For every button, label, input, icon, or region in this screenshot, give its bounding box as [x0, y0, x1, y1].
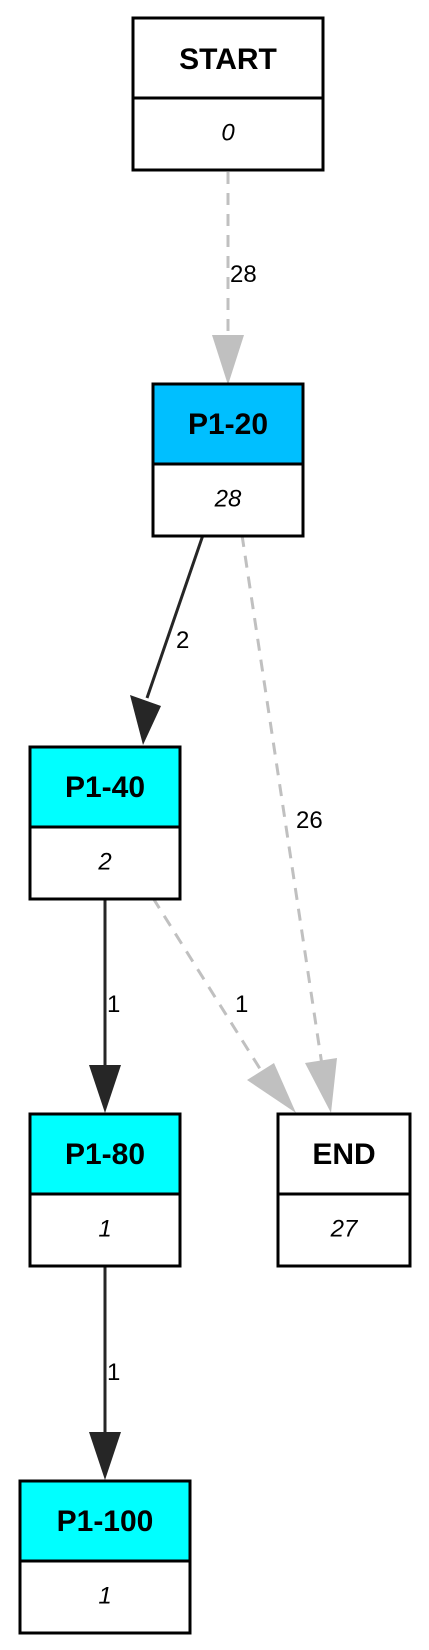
edge-label-p1-40-p1-80: 1 — [107, 991, 120, 1018]
node-p1-100-value: 1 — [98, 1582, 111, 1609]
node-end[interactable]: END 27 — [276, 1112, 412, 1268]
edge-p1-80-to-p1-100: 1 — [89, 1266, 121, 1480]
edge-label-p1-20-end: 26 — [296, 807, 323, 834]
edge-p1-40-to-p1-80: 1 — [89, 898, 121, 1113]
node-p1-100[interactable]: P1-100 1 — [18, 1479, 192, 1635]
node-p1-100-title: P1-100 — [57, 1505, 154, 1538]
node-p1-40-title: P1-40 — [65, 771, 145, 804]
node-p1-40-value: 2 — [97, 848, 111, 875]
node-p1-20-title: P1-20 — [188, 408, 268, 441]
node-start-value: 0 — [221, 119, 235, 146]
node-end-title: END — [312, 1138, 375, 1171]
node-p1-80-title: P1-80 — [65, 1138, 145, 1171]
node-p1-40[interactable]: P1-40 2 — [28, 745, 182, 901]
node-start-title: START — [179, 43, 277, 76]
edge-p1-20-to-p1-40: 2 — [130, 534, 205, 745]
node-start[interactable]: START 0 — [131, 16, 325, 172]
node-end-value: 27 — [330, 1215, 359, 1242]
node-p1-20[interactable]: P1-20 28 — [151, 382, 305, 538]
edge-label-p1-40-end: 1 — [235, 991, 248, 1018]
edge-p1-20-to-end: 26 — [240, 534, 337, 1113]
node-p1-80-value: 1 — [98, 1215, 111, 1242]
edge-label-p1-80-p1-100: 1 — [107, 1359, 120, 1386]
edge-label-p1-20-p1-40: 2 — [176, 627, 189, 654]
edge-start-to-p1-20: 28 — [212, 172, 257, 385]
edge-label-start-p1-20: 28 — [230, 261, 257, 288]
node-p1-20-value: 28 — [214, 485, 242, 512]
node-p1-80[interactable]: P1-80 1 — [28, 1112, 182, 1268]
edge-p1-40-to-end: 1 — [151, 897, 296, 1113]
